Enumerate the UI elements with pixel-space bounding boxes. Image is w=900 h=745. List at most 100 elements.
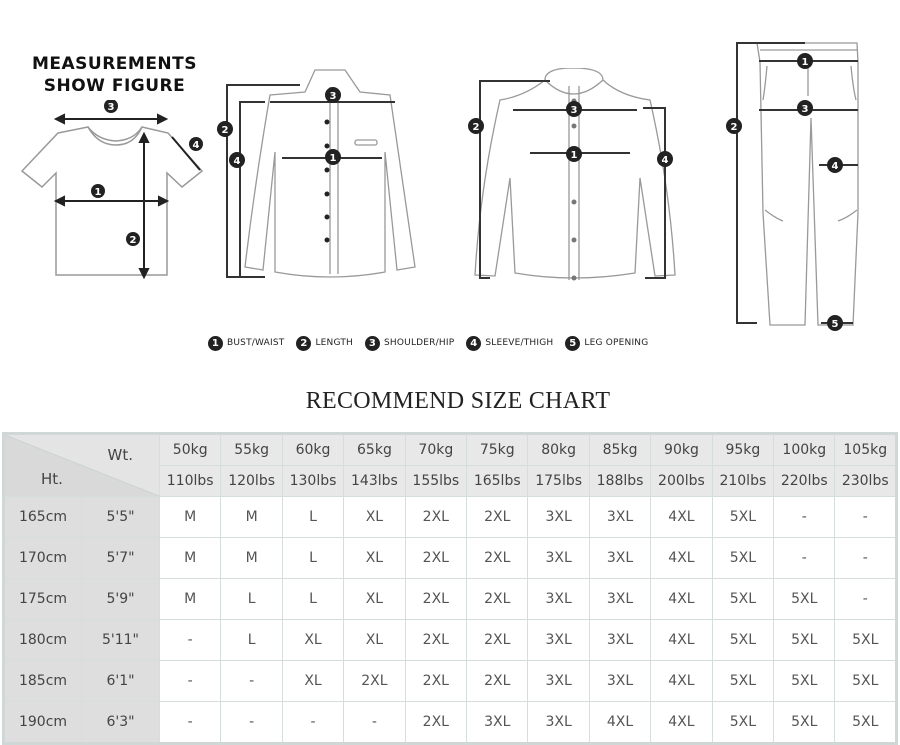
- shirt-illustration: 3 1 2 4: [215, 62, 430, 287]
- size-cell: -: [158, 619, 222, 661]
- size-cell: 4XL: [650, 619, 713, 661]
- measurement-legend: 1 BUST/WAIST 2 LENGTH 3 SHOULDER/HIP 4 S…: [208, 334, 660, 352]
- height-cm-cell: 185cm: [3, 660, 82, 702]
- title-line-1: MEASUREMENTS: [31, 54, 198, 74]
- size-cell: -: [158, 701, 222, 744]
- size-cell: XL: [343, 496, 406, 538]
- weight-kg-header: 55kg: [220, 433, 283, 466]
- size-cell: 2XL: [466, 578, 529, 620]
- size-cell: L: [281, 496, 345, 538]
- size-cell: 5XL: [834, 701, 897, 744]
- legend-label: LEG OPENING: [584, 338, 649, 348]
- size-cell: 3XL: [588, 578, 652, 620]
- svg-text:1: 1: [571, 150, 578, 161]
- size-cell: 4XL: [650, 537, 713, 579]
- size-cell: 3XL: [588, 619, 652, 661]
- size-cell: 3XL: [588, 496, 652, 538]
- height-cm-cell: 165cm: [3, 496, 82, 538]
- svg-text:1: 1: [330, 153, 337, 164]
- weight-kg-header: 100kg: [773, 433, 836, 466]
- size-cell: L: [220, 619, 283, 661]
- size-cell: XL: [281, 619, 345, 661]
- size-cell: -: [834, 578, 897, 620]
- weight-lbs-header: 175lbs: [527, 465, 590, 497]
- weight-kg-header: 75kg: [466, 433, 529, 466]
- number-badge-icon: 5: [565, 335, 581, 351]
- weight-lbs-header: 110lbs: [158, 465, 222, 497]
- svg-text:4: 4: [193, 140, 200, 151]
- weight-kg-header: 65kg: [343, 433, 406, 466]
- size-cell: XL: [281, 660, 345, 702]
- legend-label: SHOULDER/HIP: [384, 338, 455, 348]
- weight-lbs-header: 143lbs: [343, 465, 406, 497]
- jacket-illustration: 3 1 2 4: [465, 68, 690, 283]
- size-cell: -: [834, 496, 897, 538]
- size-cell: 2XL: [404, 701, 468, 744]
- number-badge-icon: 1: [208, 335, 223, 351]
- size-cell: 5XL: [773, 619, 836, 661]
- weight-kg-header: 80kg: [527, 433, 590, 466]
- svg-text:4: 4: [234, 156, 241, 167]
- weight-axis-label: Wt.: [107, 446, 133, 464]
- height-axis-label: Ht.: [41, 470, 63, 488]
- size-cell: L: [281, 578, 345, 620]
- weight-lbs-header: 220lbs: [773, 465, 836, 497]
- weight-kg-header: 85kg: [588, 433, 652, 466]
- tshirt-illustration: 3 1 2 4: [18, 100, 210, 285]
- size-cell: -: [773, 537, 836, 579]
- size-cell: M: [158, 537, 222, 579]
- size-cell: 3XL: [527, 578, 590, 620]
- size-cell: XL: [343, 578, 406, 620]
- svg-text:2: 2: [130, 235, 137, 246]
- size-cell: -: [834, 537, 897, 579]
- size-cell: 4XL: [588, 701, 652, 744]
- weight-kg-header: 105kg: [834, 433, 897, 466]
- height-ft-cell: 6'1": [81, 660, 160, 702]
- size-cell: -: [220, 660, 283, 702]
- size-cell: -: [773, 496, 836, 538]
- svg-text:2: 2: [473, 122, 480, 133]
- svg-text:3: 3: [108, 102, 115, 113]
- size-cell: L: [281, 537, 345, 579]
- height-ft-cell: 5'9": [81, 578, 160, 620]
- table-corner-header: Wt. Ht.: [3, 433, 160, 497]
- size-cell: 3XL: [527, 660, 590, 702]
- size-cell: XL: [343, 619, 406, 661]
- size-cell: 4XL: [650, 496, 713, 538]
- size-cell: 2XL: [466, 496, 529, 538]
- size-cell: 2XL: [466, 619, 529, 661]
- size-chart-title: RECOMMEND SIZE CHART: [305, 388, 611, 414]
- height-ft-cell: 5'11": [81, 619, 160, 661]
- number-badge-icon: 3: [365, 335, 380, 351]
- size-cell: 2XL: [343, 660, 406, 702]
- size-cell: 2XL: [466, 660, 529, 702]
- size-cell: 4XL: [650, 660, 713, 702]
- weight-kg-header: 90kg: [650, 433, 713, 466]
- measurements-title: MEASUREMENTS SHOW FIGURE: [22, 53, 207, 97]
- size-cell: 5XL: [711, 701, 775, 744]
- weight-lbs-header: 188lbs: [588, 465, 652, 497]
- svg-text:3: 3: [330, 91, 337, 102]
- weight-lbs-header: 155lbs: [404, 465, 468, 497]
- size-cell: 3XL: [466, 701, 529, 744]
- weight-lbs-header: 165lbs: [466, 465, 529, 497]
- size-cell: 3XL: [588, 660, 652, 702]
- size-cell: 5XL: [711, 496, 775, 538]
- height-ft-cell: 5'7": [81, 537, 160, 579]
- size-cell: 5XL: [711, 619, 775, 661]
- weight-lbs-header: 200lbs: [650, 465, 713, 497]
- size-cell: -: [158, 660, 222, 702]
- weight-kg-header: 60kg: [281, 433, 345, 466]
- size-cell: M: [220, 496, 283, 538]
- weight-kg-header: 50kg: [158, 433, 222, 466]
- size-cell: 4XL: [650, 578, 713, 620]
- height-cm-cell: 190cm: [3, 701, 82, 744]
- legend-label: LENGTH: [315, 338, 353, 348]
